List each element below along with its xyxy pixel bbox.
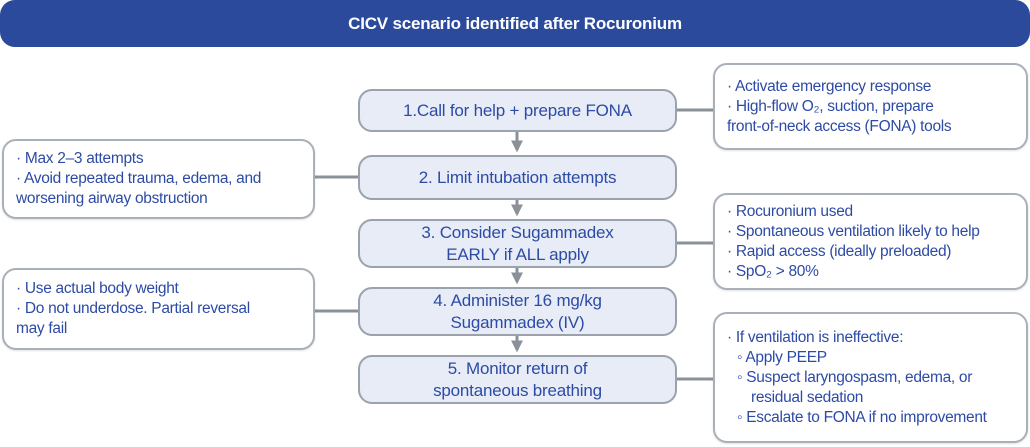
step-1-box: 1.Call for help + prepare FONA (358, 89, 677, 132)
step-5-label: 5. Monitor return of spontaneous breathi… (433, 359, 602, 400)
note-line: · Use actual body weight (16, 280, 179, 297)
note-line: ◦ Suspect laryngospasm, edema, or (737, 368, 973, 386)
step-2-label: 2. Limit intubation attempts (418, 167, 617, 187)
step-4-box: 4. Administer 16 mg/kg Sugammadex (IV) (358, 287, 677, 336)
note-dosing: · Use actual body weight · Do not underd… (2, 268, 315, 350)
step-3-label: 3. Consider Sugammadex EARLY if ALL appl… (421, 223, 614, 264)
page-title: CICV scenario identified after Rocuroniu… (348, 13, 682, 33)
note-line: · SpO₂ > 80% (727, 262, 819, 280)
note-line: · Rocuronium used (727, 202, 853, 220)
note-line: front-of-neck access (FONA) tools (727, 117, 952, 135)
note-line: · Activate emergency response (727, 77, 932, 95)
note-line: · Spontaneous ventilation likely to help (727, 222, 980, 240)
note-emergency-response: · Activate emergency response · High-flo… (713, 63, 1028, 150)
note-line: · Do not underdose. Partial reversal (16, 300, 250, 317)
note-line: may fail (16, 320, 68, 337)
header-banner: CICV scenario identified after Rocuroniu… (0, 0, 1030, 47)
note-limit-attempts: · Max 2–3 attempts · Avoid repeated trau… (2, 139, 315, 219)
step-2-box: 2. Limit intubation attempts (358, 155, 677, 200)
note-line: · Rapid access (ideally preloaded) (727, 242, 952, 260)
note-line: · Avoid repeated trauma, edema, and (16, 170, 262, 187)
step-3-box: 3. Consider Sugammadex EARLY if ALL appl… (358, 219, 677, 268)
note-line: worsening airway obstruction (16, 190, 208, 207)
step-1-label: 1.Call for help + prepare FONA (403, 100, 632, 120)
step-5-box: 5. Monitor return of spontaneous breathi… (358, 355, 677, 404)
note-line: residual sedation (751, 388, 864, 406)
step-4-label: 4. Administer 16 mg/kg Sugammadex (IV) (433, 291, 602, 332)
note-sugammadex-criteria: · Rocuronium used · Spontaneous ventilat… (713, 193, 1028, 290)
note-line: ◦ Apply PEEP (737, 348, 827, 366)
note-line: ◦ Escalate to FONA if no improvement (737, 408, 987, 426)
note-line: · High-flow O₂, suction, prepare (727, 97, 934, 115)
note-ineffective-ventilation: · If ventilation is ineffective: ◦ Apply… (713, 312, 1028, 443)
note-line: · Max 2–3 attempts (16, 150, 144, 167)
note-line: · If ventilation is ineffective: (727, 328, 904, 346)
